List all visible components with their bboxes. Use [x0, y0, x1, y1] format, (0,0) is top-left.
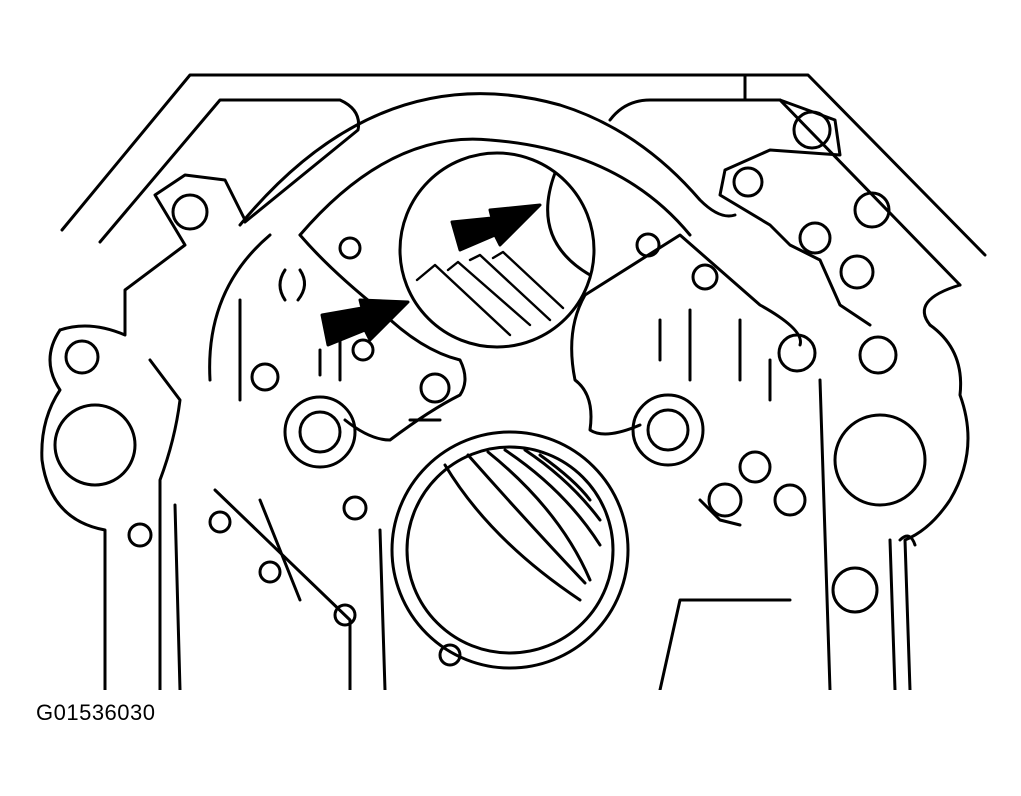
- figure-id-label: G01536030: [36, 700, 156, 725]
- detail-inset: [398, 151, 596, 349]
- block-outline: [60, 73, 987, 287]
- bolt-holes: [53, 110, 927, 667]
- arrow-lower-icon: [320, 298, 410, 347]
- arrow-upper-icon: [450, 203, 542, 252]
- engine-block-diagram: [40, 73, 987, 690]
- left-mounting-lobes: [40, 98, 970, 690]
- casting-lines: [173, 298, 917, 690]
- crankshaft-bore: [390, 430, 630, 670]
- partial-circle: [278, 268, 306, 302]
- front-cover-outline: [208, 92, 802, 442]
